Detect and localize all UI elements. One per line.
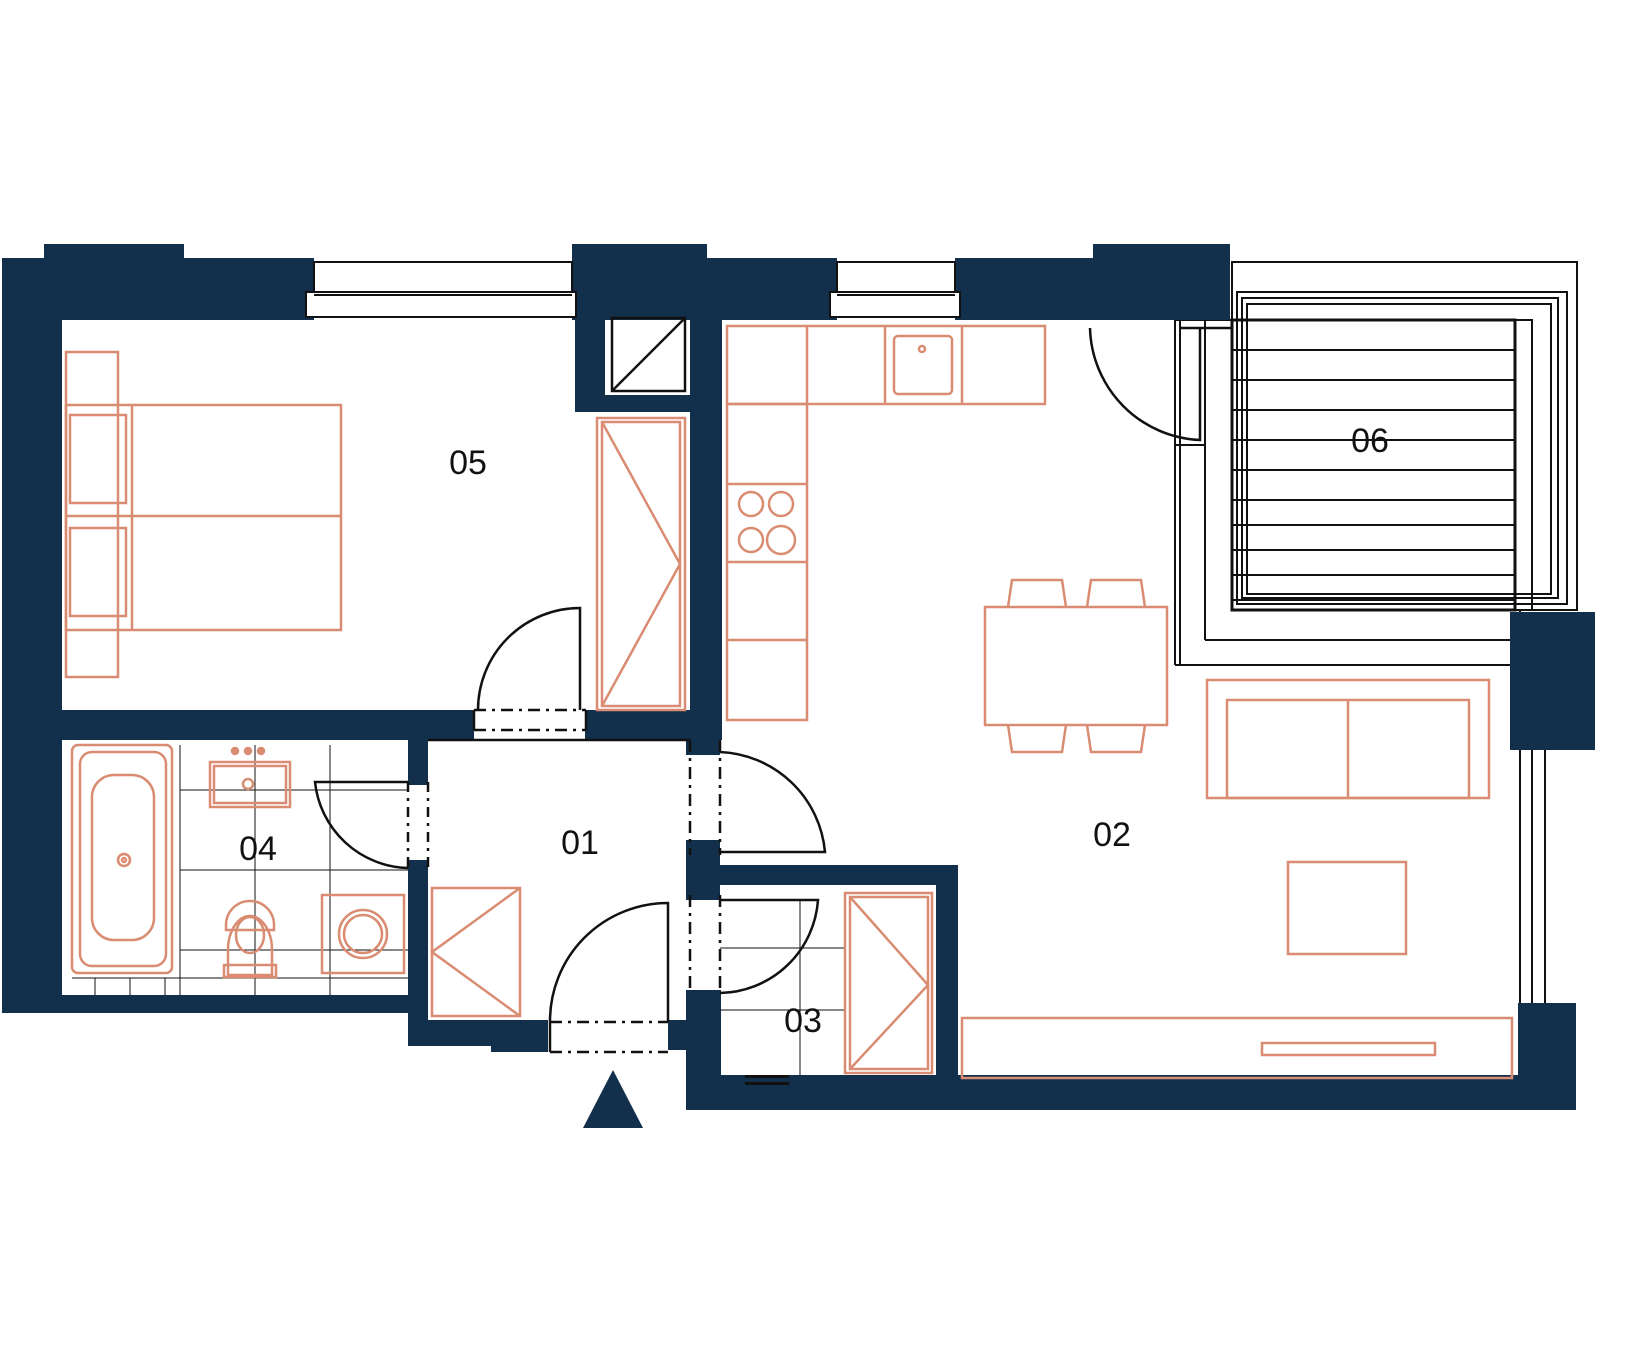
washing-machine xyxy=(320,893,406,975)
room-label-05: 05 xyxy=(449,444,487,482)
thresholds xyxy=(745,1075,789,1085)
room-label-06: 06 xyxy=(1351,422,1389,460)
sofa xyxy=(1205,678,1491,800)
balcony xyxy=(1174,261,1578,1010)
furniture xyxy=(64,324,1514,1080)
room-labels: 05 06 04 01 02 03 xyxy=(239,422,1389,1040)
tv-console xyxy=(960,1016,1514,1080)
wardrobe-bedroom xyxy=(595,416,687,712)
windows xyxy=(305,261,961,318)
door-room-04 xyxy=(313,780,409,870)
wardrobe-hall xyxy=(429,886,522,1018)
room-label-03: 03 xyxy=(784,1002,822,1040)
entrance-arrow-icon xyxy=(583,1070,643,1128)
door-balcony xyxy=(1088,327,1202,442)
double-bed xyxy=(64,350,343,679)
door-room-05 xyxy=(476,606,582,711)
walls xyxy=(2,244,1595,1110)
balcony-deck xyxy=(1232,349,1515,601)
room-label-04: 04 xyxy=(239,830,277,868)
room-label-01: 01 xyxy=(561,824,599,862)
kitchen-counter xyxy=(725,324,1047,722)
doors xyxy=(313,316,1232,1054)
toilet xyxy=(222,899,278,979)
storage-tiles xyxy=(720,900,845,1075)
door-entrance xyxy=(548,901,670,1023)
bathtub xyxy=(70,743,174,975)
wardrobe-storage xyxy=(843,891,934,1075)
shaft xyxy=(610,316,687,393)
coffee-table xyxy=(1286,860,1408,956)
room-label-02: 02 xyxy=(1093,816,1131,854)
door-room-03 xyxy=(719,898,820,995)
washbasin xyxy=(208,746,292,809)
dining-table xyxy=(983,578,1169,754)
door-room-02 xyxy=(719,750,827,854)
